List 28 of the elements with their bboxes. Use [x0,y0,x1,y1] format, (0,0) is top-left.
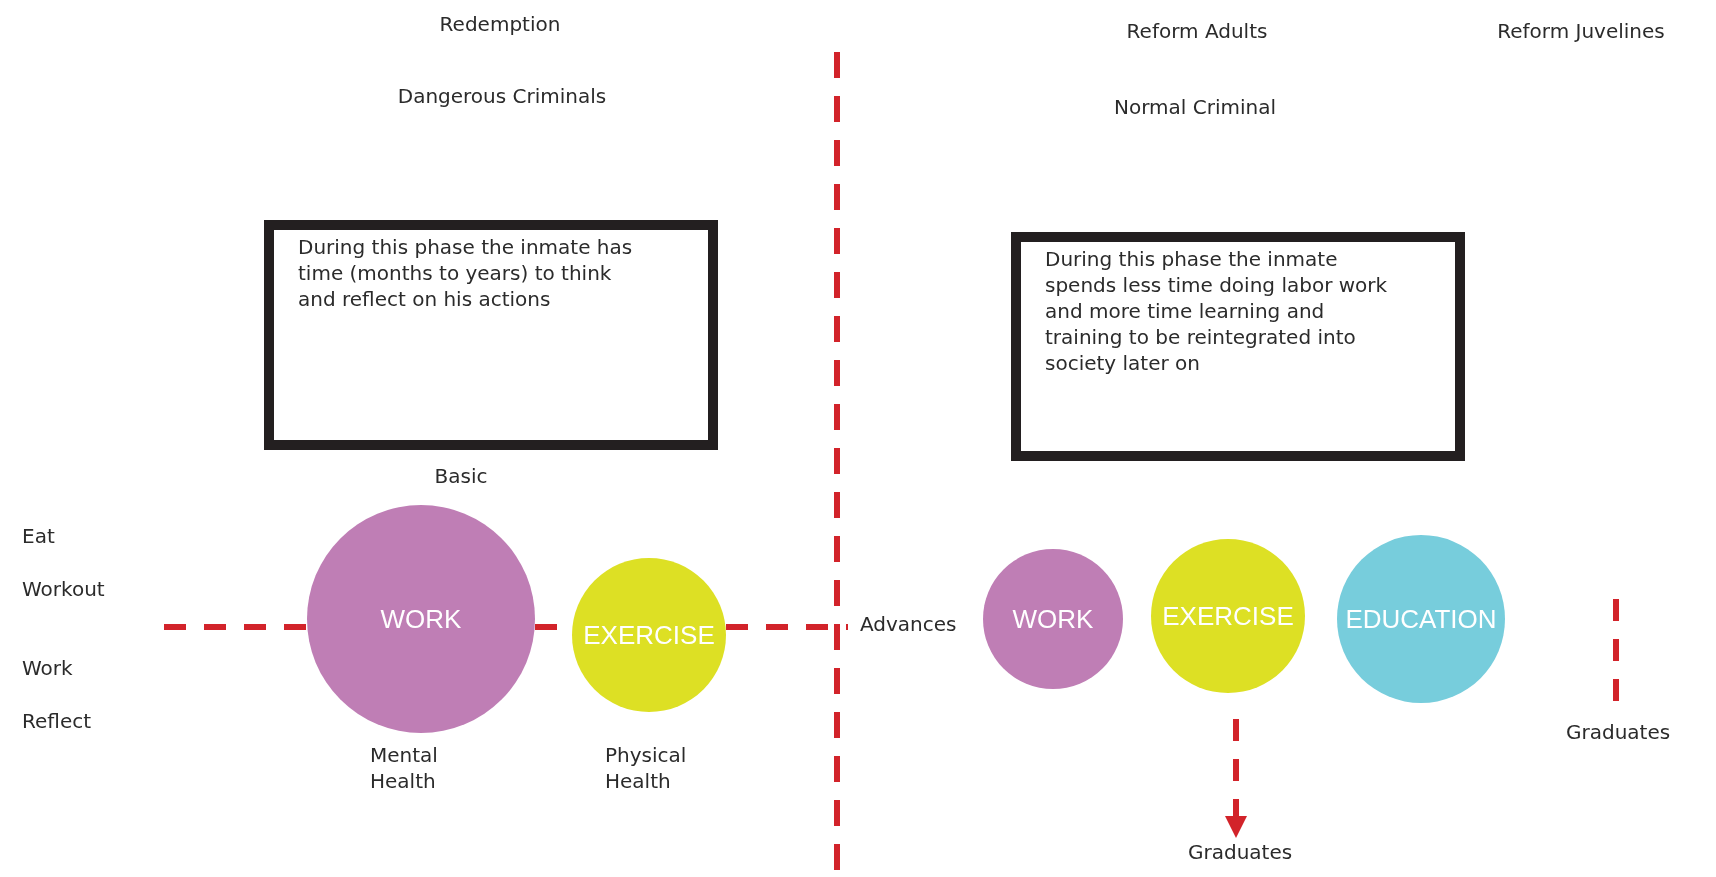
label-text: Basic [434,464,488,488]
description-text: During this phase the inmate has time (months to years) to think and reflect on his actions [298,234,634,312]
heading-text: Reform Juvelines [1497,19,1665,43]
label-text: Workout [22,577,105,601]
dashed-line [726,624,848,630]
heading-text: Redemption [439,12,561,36]
caption-text: Physical Health [605,742,688,794]
circle-label: EXERCISE [1162,600,1294,632]
label-text: Work [22,656,73,680]
circle-label: WORK [380,603,462,635]
text-box [264,220,718,450]
dashed-arrow [1225,719,1247,838]
dashed-line [164,624,307,630]
label-text: Eat [22,524,55,548]
node-text: Graduates [1188,840,1293,864]
node-text: Advances [860,612,957,636]
text-box [1011,232,1465,461]
circle-label: EDUCATION [1345,603,1497,635]
circle-label: EXERCISE [583,619,715,651]
circle-label: WORK [1012,603,1094,635]
caption-text: Mental Health [370,742,439,794]
node-text: Graduates [1566,720,1671,744]
dashed-line [1613,599,1619,704]
heading-text: Normal Criminal [1114,95,1276,119]
description-text: During this phase the inmate spends less time doing labor work and more time learning and training to be reintegrated into society later on [1045,246,1389,376]
label-text: Reflect [22,709,92,733]
heading-text: Dangerous Criminals [397,84,607,108]
heading-text: Reform Adults [1126,19,1268,43]
